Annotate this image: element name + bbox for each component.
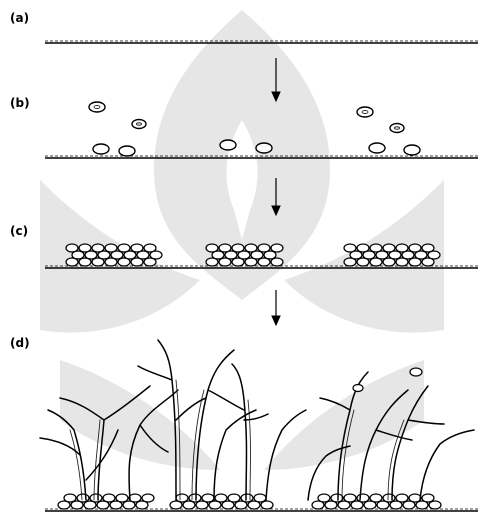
cell — [64, 494, 76, 502]
cell — [176, 494, 188, 502]
cell — [271, 244, 283, 252]
cell — [116, 494, 128, 502]
panel-label-c: (c) — [10, 224, 28, 238]
panel-label-a: (a) — [10, 11, 29, 25]
cell — [271, 258, 283, 266]
cell — [258, 244, 270, 252]
cell — [357, 244, 369, 252]
microcolonies-c — [66, 244, 440, 266]
cell — [344, 494, 356, 502]
cell — [118, 244, 130, 252]
cell — [396, 494, 408, 502]
background-watermark — [40, 10, 444, 470]
panel-label-d: (d) — [10, 336, 30, 350]
cell — [331, 494, 343, 502]
branching-structures-d — [40, 340, 474, 500]
cell — [344, 244, 356, 252]
cell — [131, 244, 143, 252]
cell — [66, 244, 78, 252]
cell — [357, 494, 369, 502]
cell — [241, 494, 253, 502]
cell — [383, 494, 395, 502]
cell — [261, 501, 273, 509]
cell — [142, 494, 154, 502]
cell — [422, 494, 434, 502]
cell — [409, 494, 421, 502]
cell — [370, 244, 382, 252]
cell — [228, 494, 240, 502]
cell — [254, 494, 266, 502]
cell — [90, 494, 102, 502]
cell — [103, 494, 115, 502]
cell — [79, 244, 91, 252]
cell — [189, 494, 201, 502]
cell — [129, 494, 141, 502]
arrow-c-to-d-icon — [272, 290, 280, 325]
cell — [202, 494, 214, 502]
cell — [206, 244, 218, 252]
cell — [422, 244, 434, 252]
cell — [396, 244, 408, 252]
cell — [105, 244, 117, 252]
cell — [92, 244, 104, 252]
cell — [144, 244, 156, 252]
cell — [77, 494, 89, 502]
panel-label-b: (b) — [10, 96, 30, 110]
cell — [383, 244, 395, 252]
cell — [429, 501, 441, 509]
biofilm-base-d — [58, 494, 441, 509]
cell — [215, 494, 227, 502]
cell — [219, 244, 231, 252]
cell — [409, 244, 421, 252]
cell — [370, 494, 382, 502]
cell — [318, 494, 330, 502]
cell — [232, 244, 244, 252]
cell — [245, 244, 257, 252]
